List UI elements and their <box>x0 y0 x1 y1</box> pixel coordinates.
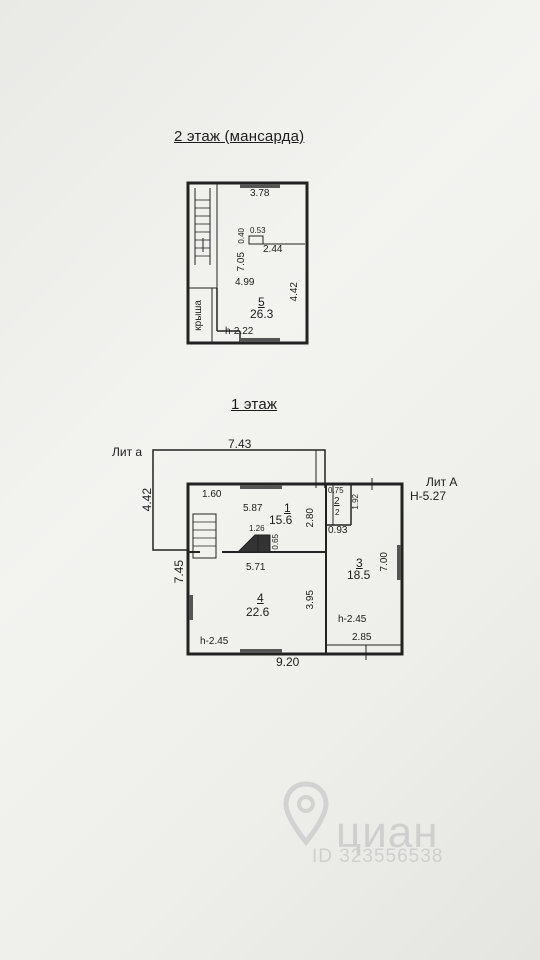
floor2-dim-top: 3.78 <box>250 188 270 199</box>
floor2-outer-wall <box>186 181 309 345</box>
dim-2-80: 2.80 <box>305 508 316 528</box>
room4-number: 4 <box>257 591 264 605</box>
dim-1-60: 1.60 <box>202 489 222 500</box>
floor2-dim-height: 7.05 <box>236 252 247 272</box>
room1-number: 1 <box>284 501 291 515</box>
floor2-dim-small-w: 0.53 <box>250 226 266 235</box>
floor2-stair-treads <box>195 199 210 257</box>
veranda-height: 4.42 <box>140 488 154 512</box>
watermark-brand: циан <box>336 808 439 857</box>
floor1-total-height: 7.45 <box>172 560 186 584</box>
dim-2-85: 2.85 <box>352 632 372 643</box>
floor2-roof-label: крыша <box>193 300 204 331</box>
watermark-pin-icon <box>283 781 329 846</box>
ceiling-height-left: h-2.45 <box>200 636 229 647</box>
chimney <box>236 534 271 553</box>
room3-number: 3 <box>356 556 363 570</box>
room2-number: 2 <box>334 496 340 507</box>
ceiling-height-right: h-2.45 <box>338 614 367 625</box>
dim-7-00: 7.00 <box>379 552 390 572</box>
dim-0-75: 0.75 <box>328 486 344 495</box>
room2-area: 2 <box>335 508 340 517</box>
floor1-stair <box>192 513 217 559</box>
lit-A-height: H-5.27 <box>410 489 447 503</box>
dim-0-65: 0.65 <box>271 534 280 550</box>
veranda-outline <box>152 449 326 551</box>
room4-area: 22.6 <box>246 605 270 619</box>
floor2-room-area: 26.3 <box>250 307 274 321</box>
room3-area: 18.5 <box>347 568 371 582</box>
floor1-title: 1 этаж <box>231 396 278 413</box>
dim-1-26: 1.26 <box>249 524 265 533</box>
dim-0-93: 0.93 <box>328 525 348 536</box>
floor2-title: 2 этаж (мансарда) <box>174 128 305 145</box>
veranda-width: 7.43 <box>228 437 252 451</box>
dim-5-87: 5.87 <box>243 503 263 514</box>
room1-area: 15.6 <box>269 513 293 527</box>
lit-a-label: Лит а <box>112 445 143 459</box>
dim-3-95: 3.95 <box>305 590 316 610</box>
floor2-room-number: 5 <box>258 295 265 309</box>
floor2-small-niche <box>248 235 264 245</box>
lit-A-label: Лит А <box>426 475 458 489</box>
watermark-id: ID 323556538 <box>312 846 444 867</box>
floor2-stair-well <box>187 182 218 289</box>
floor2-roof-zone <box>187 287 213 344</box>
floor2-dim-left-w: 4.99 <box>235 277 255 288</box>
floor2-dim-small-h: 0.40 <box>237 228 246 244</box>
dim-5-71: 5.71 <box>246 562 266 573</box>
floor2-dim-inner-w: 2.44 <box>263 244 283 255</box>
floor2-ceiling-height: h-2.22 <box>225 326 254 337</box>
dim-1-92: 1.92 <box>351 494 360 510</box>
floor2-dim-right-h: 4.42 <box>289 282 300 302</box>
floor1-total-width: 9.20 <box>276 655 300 669</box>
